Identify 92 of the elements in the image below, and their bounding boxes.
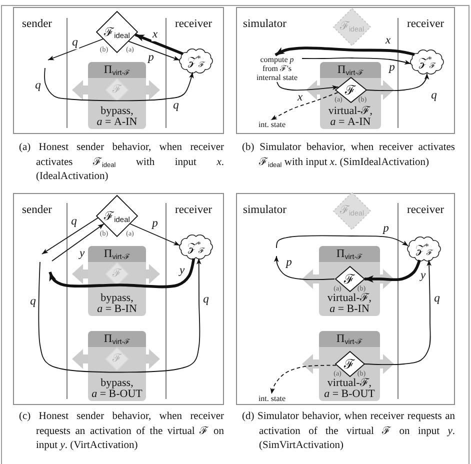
symbol-label: ℱ	[344, 272, 355, 286]
cloud-node	[408, 48, 446, 76]
mode-label: virtual-ℱ, a = A-IN	[327, 106, 374, 128]
protocol-box	[320, 62, 381, 129]
arrow	[364, 260, 421, 283]
edge-label: q	[433, 293, 441, 305]
arrow	[270, 92, 338, 120]
variable-label: q	[29, 296, 37, 308]
protocol-box	[88, 331, 146, 401]
arrow	[276, 82, 339, 91]
column-heading: sender	[22, 205, 52, 216]
note-text: int. state	[254, 120, 290, 130]
edge-label: q	[172, 100, 180, 112]
column-heading: receiver	[407, 19, 444, 30]
column-heading: sender	[22, 19, 52, 30]
header-bar: Π$_{virt-ℱ}$	[320, 62, 381, 78]
edge-label: y	[178, 265, 186, 277]
cloud-node	[177, 47, 215, 75]
diamond-node	[334, 266, 364, 292]
cloud-node	[177, 233, 215, 261]
variable-label: q	[34, 80, 42, 92]
note-text: int. state	[254, 394, 290, 404]
protocol-box	[319, 331, 380, 401]
diamond-node	[333, 192, 371, 230]
header-bar: Π$_{virt-ℱ}$	[319, 331, 380, 347]
edge-label: q	[71, 37, 79, 49]
cloud-node	[405, 235, 443, 263]
mode-label: virtual-ℱ, a = B-IN	[326, 293, 373, 315]
edge-label: y	[419, 270, 427, 282]
header-bar: Π$_{virt-ℱ}$	[319, 246, 380, 262]
protocol-box	[88, 62, 146, 129]
panel-frame	[236, 193, 455, 405]
column-heading: receiver	[175, 205, 212, 216]
arrow	[276, 235, 409, 248]
arrow	[364, 260, 432, 365]
header-bar: Π$_{virt-ℱ}$	[88, 331, 146, 347]
mode-label: virtual-ℱ, a = B-OUT	[323, 378, 376, 400]
diamond-node	[105, 78, 129, 102]
arrow	[48, 38, 104, 60]
header-bar: Π$_{virt-ℱ}$	[88, 62, 146, 78]
diamond-node	[105, 262, 129, 286]
panel-frame	[13, 7, 224, 134]
arrow	[134, 33, 184, 56]
arrow	[130, 223, 180, 246]
column-heading: receiver	[407, 205, 444, 216]
column-heading: simulator	[243, 205, 286, 216]
edge-label: p	[151, 218, 159, 230]
arrow	[52, 223, 104, 262]
edge-label: p	[147, 52, 155, 64]
diamond-node	[96, 11, 138, 53]
column-heading: receiver	[175, 19, 212, 30]
column-heading: simulator	[243, 19, 286, 30]
symbol-label: ℱ$_{ideal}$	[104, 26, 130, 38]
symbol-label: ℱ$_{ideal}$	[104, 210, 130, 222]
arrow	[270, 364, 336, 394]
mode-label: bypass, a = A-IN	[96, 106, 138, 128]
edge-label: p	[285, 257, 293, 269]
diamond-node	[334, 77, 366, 103]
symbol-label: ℱ	[344, 358, 355, 370]
figure-caption: (b) Simulator behavior, when receiver activates ℱ$_{ideal}$ with input x. (SimIdealActivation)	[242, 141, 455, 170]
edge-label: p	[382, 223, 390, 235]
mode-label: bypass, a = B-OUT	[90, 378, 144, 400]
diamond-node	[333, 8, 371, 46]
edge-label: q	[430, 90, 438, 102]
arrow	[274, 46, 415, 56]
arrow	[274, 256, 335, 280]
symbol-label: ℱ	[345, 84, 356, 96]
note-text: compute p from ℱ's internal state	[252, 55, 302, 82]
figure-caption: (a) Honest sender behavior, when receiver activates ℱ$_{ideal}$ with input x. (IdealActivation)	[19, 141, 224, 184]
edge-label: q	[202, 294, 210, 306]
panel-frame	[236, 7, 455, 134]
protocol-box	[88, 246, 146, 316]
arrow	[42, 217, 98, 254]
arrow	[128, 40, 180, 61]
edge-label: y	[78, 248, 86, 260]
figure-caption: (c) Honest sender behavior, when receiver requests an activation of the virtual ℱ on input y. (VirtActivation)	[19, 410, 224, 453]
arrow	[38, 258, 202, 373]
arrow	[366, 73, 430, 91]
protocol-box	[319, 246, 380, 316]
panel-frame	[13, 193, 224, 405]
edge-label: x	[151, 29, 159, 41]
figure-caption: (d) Simulator behavior, when receiver requests an activation of the virtual ℱ on input y. (SimVirtActivation)	[242, 410, 455, 453]
edge-label: q	[70, 216, 78, 228]
edge-label: p	[388, 62, 396, 74]
arrow	[48, 258, 196, 288]
header-bar: Π$_{virt-ℱ}$	[88, 246, 146, 262]
diamond-node	[96, 195, 138, 237]
mode-label: bypass, a = B-IN	[96, 293, 138, 315]
arrow	[302, 58, 412, 65]
arrow	[44, 68, 194, 102]
diamond-node	[334, 351, 364, 377]
diamond-node	[105, 347, 129, 371]
